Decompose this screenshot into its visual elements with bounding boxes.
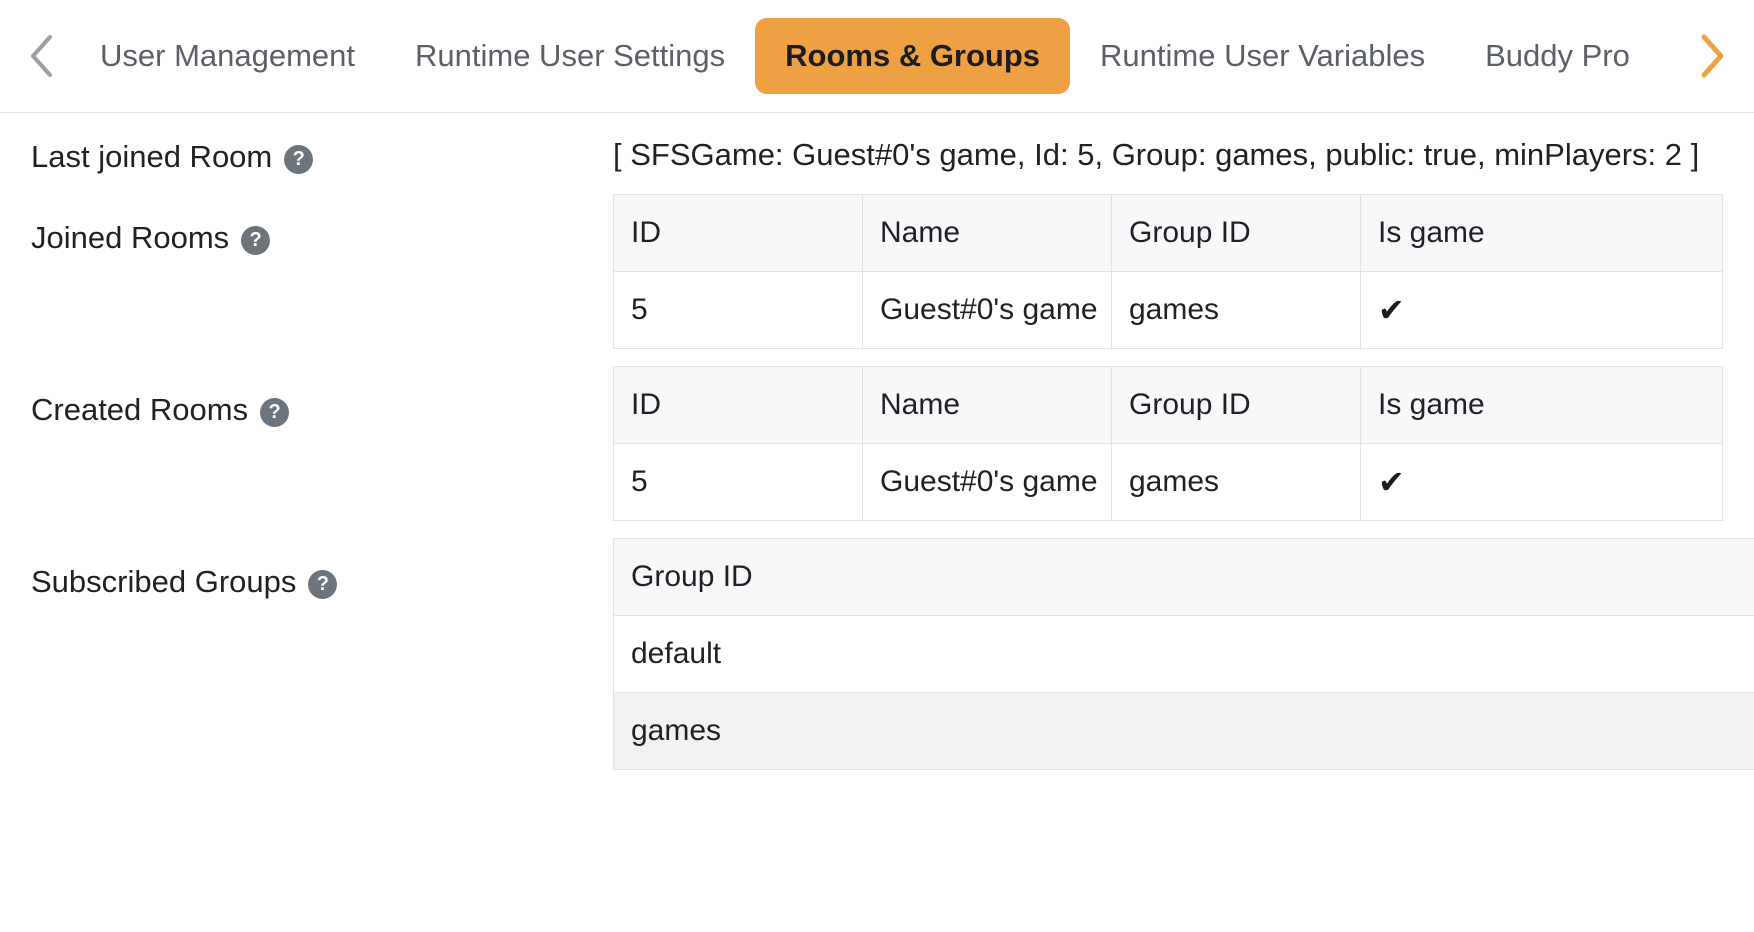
tab-rooms-and-groups[interactable]: Rooms & Groups (755, 18, 1071, 94)
chevron-right-icon[interactable] (1684, 28, 1740, 84)
cell-name: Guest#0's game (862, 271, 1112, 350)
spacer (0, 177, 1754, 194)
row-last-joined-room: Last joined Room ? [ SFSGame: Guest#0's … (0, 113, 1754, 177)
last-joined-room-label-group: Last joined Room ? (0, 113, 613, 175)
column-header-is-game[interactable]: Is game (1360, 194, 1723, 273)
tab-buddy-pro[interactable]: Buddy Pro (1485, 38, 1630, 74)
help-icon[interactable]: ? (260, 397, 290, 427)
panel-content: Last joined Room ? [ SFSGame: Guest#0's … (0, 113, 1754, 771)
column-header-name[interactable]: Name (862, 366, 1112, 445)
cell-group-id: games (1111, 443, 1361, 522)
table-head: ID Name Group ID Is game (613, 194, 1723, 273)
column-header-id[interactable]: ID (613, 366, 863, 445)
last-joined-room-value: [ SFSGame: Guest#0's game, Id: 5, Group:… (613, 137, 1700, 172)
subscribed-groups-label-group: Subscribed Groups ? (0, 538, 613, 600)
table-body: 5 Guest#0's game games ✔ (613, 443, 1723, 522)
column-header-id[interactable]: ID (613, 194, 863, 273)
created-rooms-label-group: Created Rooms ? (0, 366, 613, 428)
tab-runtime-user-settings[interactable]: Runtime User Settings (415, 38, 726, 74)
spacer (0, 349, 1754, 366)
cell-id: 5 (613, 271, 863, 350)
tab-bar: User Management Runtime User Settings Ro… (0, 0, 1754, 113)
joined-rooms-label: Joined Rooms (31, 220, 230, 256)
table-row[interactable]: 5 Guest#0's game games ✔ (613, 443, 1723, 522)
joined-rooms-label-group: Joined Rooms ? (0, 194, 613, 256)
created-rooms-table-cell: ID Name Group ID Is game 5 Guest#0's gam… (613, 366, 1754, 522)
subscribed-groups-label: Subscribed Groups (31, 564, 297, 600)
table-body: default games (613, 615, 1754, 771)
cell-is-game-checkmark-icon: ✔ (1360, 271, 1723, 350)
cell-group-id: games (613, 692, 1754, 771)
row-subscribed-groups: Subscribed Groups ? Group ID default (0, 538, 1754, 771)
chevron-left-icon[interactable] (14, 28, 70, 84)
help-icon[interactable]: ? (308, 569, 338, 599)
spacer (0, 521, 1754, 538)
row-joined-rooms: Joined Rooms ? ID Name Group ID Is game (0, 194, 1754, 350)
cell-group-id: games (1111, 271, 1361, 350)
tab-user-management[interactable]: User Management (100, 38, 356, 74)
row-created-rooms: Created Rooms ? ID Name Group ID Is game (0, 366, 1754, 522)
joined-rooms-table: ID Name Group ID Is game 5 Guest#0's gam… (613, 194, 1723, 350)
table-header-row: ID Name Group ID Is game (613, 366, 1723, 445)
table-row[interactable]: default (613, 615, 1754, 694)
joined-rooms-table-cell: ID Name Group ID Is game 5 Guest#0's gam… (613, 194, 1754, 350)
help-icon[interactable]: ? (284, 144, 314, 174)
column-header-name[interactable]: Name (862, 194, 1112, 273)
cell-is-game-checkmark-icon: ✔ (1360, 443, 1723, 522)
table-body: 5 Guest#0's game games ✔ (613, 271, 1723, 350)
subscribed-groups-table: Group ID default games (613, 538, 1754, 771)
cell-id: 5 (613, 443, 863, 522)
subscribed-groups-table-cell: Group ID default games (613, 538, 1754, 771)
table-head: ID Name Group ID Is game (613, 366, 1723, 445)
tab-list: User Management Runtime User Settings Ro… (70, 18, 1684, 94)
table-row[interactable]: 5 Guest#0's game games ✔ (613, 271, 1723, 350)
column-header-group-id[interactable]: Group ID (1111, 366, 1361, 445)
table-header-row: ID Name Group ID Is game (613, 194, 1723, 273)
table-row[interactable]: games (613, 692, 1754, 771)
cell-group-id: default (613, 615, 1754, 694)
column-header-group-id[interactable]: Group ID (613, 538, 1754, 617)
last-joined-room-value-cell: [ SFSGame: Guest#0's game, Id: 5, Group:… (613, 113, 1754, 177)
table-head: Group ID (613, 538, 1754, 617)
last-joined-room-label: Last joined Room (31, 139, 273, 174)
help-icon[interactable]: ? (241, 225, 271, 255)
column-header-group-id[interactable]: Group ID (1111, 194, 1361, 273)
column-header-is-game[interactable]: Is game (1360, 366, 1723, 445)
tab-runtime-user-variables[interactable]: Runtime User Variables (1100, 38, 1426, 74)
table-header-row: Group ID (613, 538, 1754, 617)
created-rooms-table: ID Name Group ID Is game 5 Guest#0's gam… (613, 366, 1723, 522)
created-rooms-label: Created Rooms (31, 392, 249, 428)
cell-name: Guest#0's game (862, 443, 1112, 522)
